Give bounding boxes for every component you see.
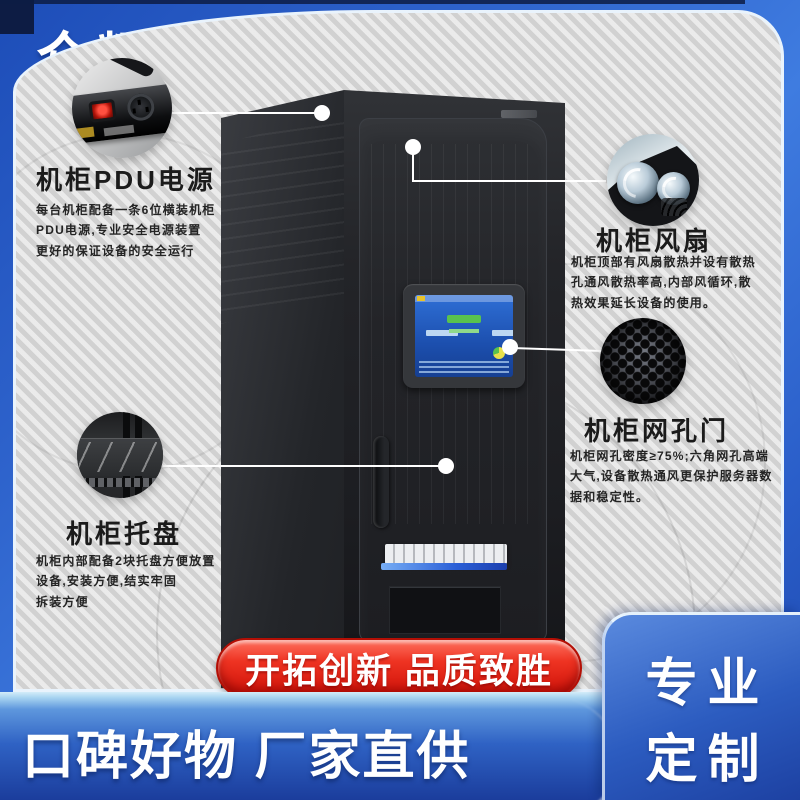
red-slogan-banner: 开拓创新 品质致胜 xyxy=(216,638,582,698)
feature-title-tray: 机柜托盘 xyxy=(66,519,183,549)
tray-surface xyxy=(77,438,163,476)
tray-vent-slots xyxy=(79,442,161,472)
screen-data-rows xyxy=(419,361,509,375)
server-cabinet-image xyxy=(213,84,569,694)
pdu-power-strip-photo xyxy=(72,58,172,158)
custom-badge-panel: 专业 定制 xyxy=(602,612,800,800)
feature-desc-pdu: 每台机柜配备一条6位横装机柜 PDU电源,专业安全电源装置 更好的保证设备的安全… xyxy=(36,203,216,258)
fan-vent-arcs xyxy=(661,198,687,216)
screen-logo-chip xyxy=(417,296,425,301)
cabinet-lower-equipment xyxy=(389,586,501,634)
badge-text-line1: 专业 xyxy=(645,655,770,713)
cabinet-door-handle xyxy=(373,436,389,528)
cabinet-touchscreen xyxy=(403,284,525,388)
screen-pie-gauge xyxy=(493,347,505,359)
feature-desc-tray: 机柜内部配备2块托盘方便放置 设备,安装方便,结实牢固 拆装方便 xyxy=(36,554,216,609)
red-slogan-text: 开拓创新 品质致胜 xyxy=(245,651,553,691)
pdu-socket xyxy=(125,92,156,123)
feature-title-mesh: 机柜网孔门 xyxy=(584,416,730,446)
cabinet-side-panel xyxy=(221,90,344,688)
cabinet-side-vents xyxy=(221,112,344,324)
cabinet-brand-mark xyxy=(501,110,537,118)
cooling-fan-photo xyxy=(607,134,699,226)
feature-desc-fan: 机柜顶部有风扇散热并设有散热 孔通风散热率高,内部风循环,散 热效果延长设备的使… xyxy=(571,255,756,310)
badge-text-line2: 定制 xyxy=(645,731,770,789)
cabinet-tray-photo xyxy=(77,412,163,498)
touchscreen-display xyxy=(415,295,513,377)
top-accent-strip xyxy=(0,0,745,4)
fan-blade xyxy=(617,162,659,204)
feature-desc-mesh: 机柜网孔密度≥75%;六角网孔高端 大气,设备散热通风更保护服务器数 据和稳定性… xyxy=(570,449,773,504)
pdu-red-switch xyxy=(88,98,117,123)
tray-front-edge xyxy=(77,478,163,487)
corner-accent xyxy=(0,0,34,34)
cabinet-equipment-bar xyxy=(381,544,507,570)
screen-titlebar xyxy=(415,295,513,302)
screen-network-diagram xyxy=(447,315,481,323)
main-slogan-text: 口碑好物 厂家直供 xyxy=(22,728,471,786)
feature-title-pdu: 机柜PDU电源 xyxy=(36,165,216,195)
pdu-label xyxy=(72,126,95,140)
pdu-strip xyxy=(72,82,172,146)
hex-mesh-door-photo xyxy=(600,318,686,404)
equipment-led-strip xyxy=(381,563,507,570)
pdu-label-2 xyxy=(103,124,135,137)
feature-title-fan: 机柜风扇 xyxy=(596,226,713,256)
